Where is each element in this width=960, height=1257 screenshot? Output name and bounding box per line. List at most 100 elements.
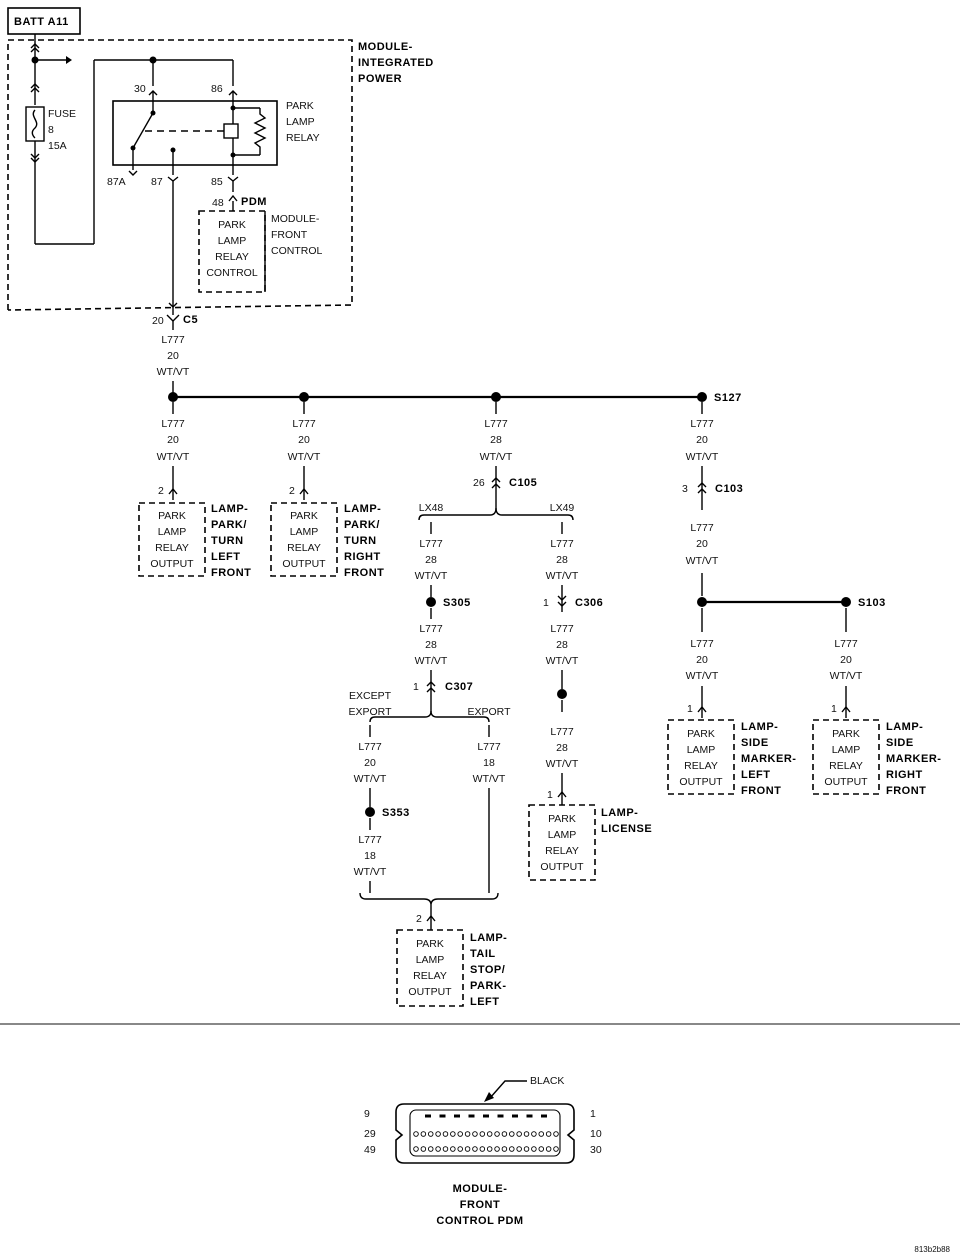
connector-title: MODULE- FRONT CONTROL PDM — [436, 1183, 523, 1227]
svg-text:LEFT: LEFT — [211, 551, 241, 563]
svg-text:L777: L777 — [292, 418, 316, 430]
c307-name: C307 — [445, 681, 473, 693]
svg-text:28: 28 — [425, 554, 437, 566]
svg-text:RELAY: RELAY — [413, 970, 447, 982]
svg-text:L777: L777 — [419, 623, 443, 635]
connector-pin — [516, 1131, 522, 1137]
svg-text:CONTROL PDM: CONTROL PDM — [436, 1215, 523, 1227]
svg-text:MARKER-: MARKER- — [741, 753, 796, 765]
svg-text:WT/VT: WT/VT — [288, 451, 321, 463]
wire-label-lx48: L777 28 WT/VT — [415, 538, 448, 582]
svg-text:9: 9 — [364, 1108, 370, 1120]
lamp-license-title: LAMP- LICENSE — [601, 807, 652, 835]
c306-pin: 1 — [543, 597, 549, 609]
svg-text:28: 28 — [556, 554, 568, 566]
relay-name: PARK LAMP RELAY — [286, 100, 320, 144]
wire-label-s353: L777 18 WT/VT — [354, 834, 387, 878]
connector-pin — [442, 1146, 449, 1152]
svg-text:28: 28 — [425, 639, 437, 651]
c5-name: C5 — [183, 314, 198, 326]
svg-text:18: 18 — [364, 850, 376, 862]
svg-text:WT/VT: WT/VT — [480, 451, 513, 463]
svg-text:28: 28 — [556, 742, 568, 754]
connector-pin — [468, 1114, 475, 1118]
wire-label-c103: L777 20 WT/VT — [686, 522, 719, 567]
battery-label: BATT A11 — [14, 16, 69, 28]
fcm-pin: 48 — [212, 197, 224, 209]
svg-text:20: 20 — [696, 538, 708, 550]
svg-text:LAMP: LAMP — [832, 744, 861, 756]
splice-dot — [557, 689, 567, 699]
connector-pin — [526, 1114, 533, 1118]
lamp-rf-box — [270, 502, 338, 577]
svg-text:L777: L777 — [477, 741, 501, 753]
svg-text:LAMP: LAMP — [290, 526, 319, 538]
svg-text:L777: L777 — [358, 834, 382, 846]
wire-label-rf: L777 20 WT/VT — [288, 418, 321, 463]
fcm-control-box — [198, 210, 266, 293]
lamp-lf-box-label: PARK LAMP RELAY OUTPUT — [150, 510, 194, 570]
fuse-icon — [25, 106, 45, 142]
svg-text:LEFT: LEFT — [741, 769, 771, 781]
connector-pin — [497, 1114, 504, 1118]
connector-pin — [501, 1131, 508, 1137]
lamp-right-front-title: LAMP- PARK/ TURN RIGHT FRONT — [344, 503, 384, 579]
svg-text:20: 20 — [696, 434, 708, 446]
svg-text:1: 1 — [590, 1108, 596, 1120]
svg-text:LAMP: LAMP — [687, 744, 716, 756]
relay-pin-86: 86 — [211, 83, 223, 95]
svg-text:WT/VT: WT/VT — [354, 773, 387, 785]
svg-text:WT/VT: WT/VT — [546, 570, 579, 582]
c103-name: C103 — [715, 483, 743, 495]
relay-coil-icon — [223, 123, 239, 139]
svg-text:PARK-: PARK- — [470, 980, 507, 992]
svg-text:RELAY: RELAY — [684, 760, 718, 772]
connector-pin — [545, 1146, 552, 1152]
lamp-license-box — [528, 804, 596, 881]
svg-text:RELAY: RELAY — [829, 760, 863, 772]
svg-text:WT/VT: WT/VT — [354, 866, 387, 878]
svg-text:TURN: TURN — [344, 535, 377, 547]
connector-pin — [442, 1131, 449, 1137]
svg-text:INTEGRATED: INTEGRATED — [358, 57, 434, 69]
svg-text:OUTPUT: OUTPUT — [679, 776, 723, 788]
svg-text:PARK: PARK — [218, 219, 246, 231]
svg-text:LEFT: LEFT — [470, 996, 500, 1008]
connector-pin — [413, 1146, 419, 1152]
lamp-tail-box-label: PARK LAMP RELAY OUTPUT — [408, 938, 452, 998]
connector-pin — [425, 1114, 431, 1118]
splice-s305 — [426, 597, 436, 607]
wire-label-c105: L777 28 WT/VT — [480, 418, 513, 463]
svg-text:PARK: PARK — [416, 938, 444, 950]
svg-text:28: 28 — [556, 639, 568, 651]
svg-text:FRONT: FRONT — [886, 785, 926, 797]
svg-text:10: 10 — [590, 1128, 602, 1140]
connector-c105-icon — [491, 477, 501, 489]
connector-pin — [420, 1146, 427, 1152]
branch-lx49: LX49 — [550, 502, 575, 514]
lamp-sml-box-label: PARK LAMP RELAY OUTPUT — [679, 728, 723, 788]
branch-bracket-c307 — [369, 710, 490, 723]
svg-text:WT/VT: WT/VT — [546, 758, 579, 770]
join-bracket-tail — [359, 892, 499, 906]
wire-label-c5: L777 20 WT/VT — [157, 334, 190, 378]
connector-pin — [457, 1131, 463, 1137]
splice-dot — [299, 392, 309, 402]
connector-pin — [538, 1131, 545, 1137]
svg-text:OUTPUT: OUTPUT — [540, 861, 584, 873]
connector-color: BLACK — [530, 1075, 564, 1087]
svg-text:PARK/: PARK/ — [211, 519, 247, 531]
connector-pin — [509, 1131, 515, 1137]
splice-s353 — [365, 807, 375, 817]
splice-s127-label: S127 — [714, 392, 742, 404]
wire-label-except: L777 20 WT/VT — [354, 741, 387, 785]
splice-s103-label: S103 — [858, 597, 886, 609]
relay-pin-85: 85 — [211, 176, 223, 188]
connector-pin — [512, 1114, 518, 1118]
svg-text:PARK: PARK — [290, 510, 318, 522]
svg-text:MARKER-: MARKER- — [886, 753, 941, 765]
wire-label-s305: L777 28 WT/VT — [415, 623, 448, 667]
svg-text:PARK/: PARK/ — [344, 519, 380, 531]
svg-text:L777: L777 — [161, 418, 185, 430]
svg-text:OUTPUT: OUTPUT — [282, 558, 326, 570]
